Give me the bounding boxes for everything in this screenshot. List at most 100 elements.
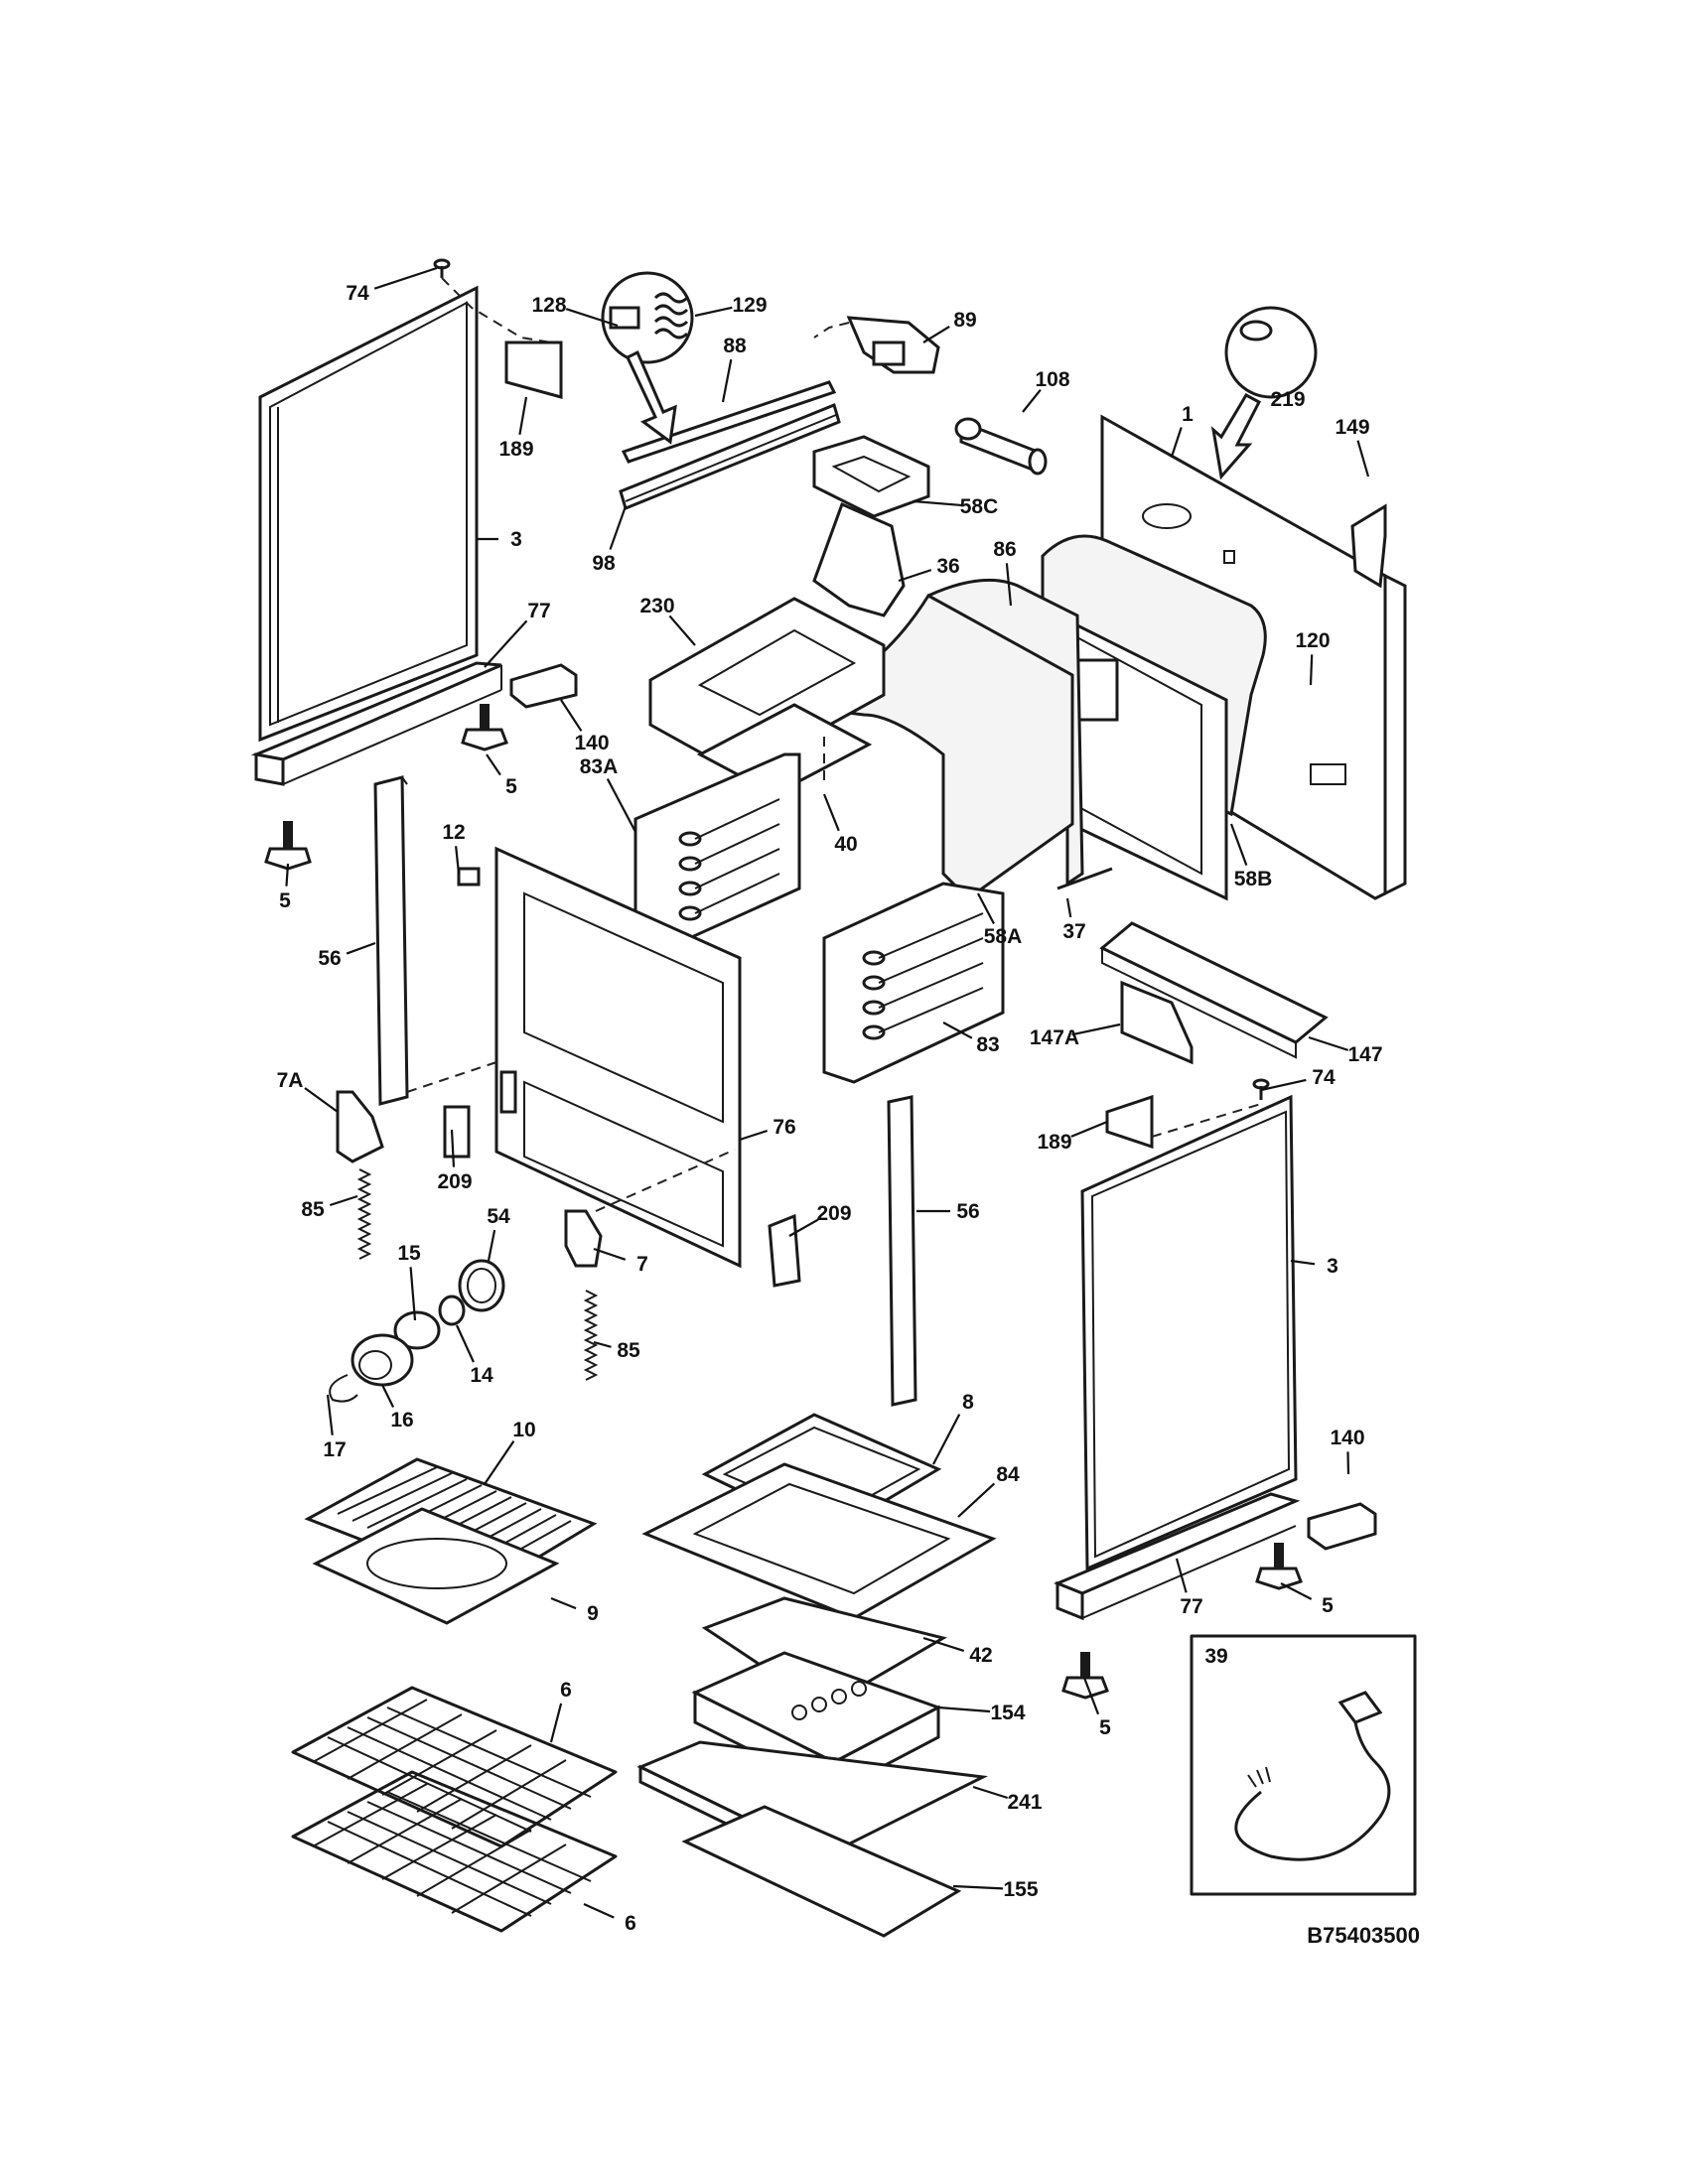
leader-c84 (957, 1482, 996, 1518)
callout-c74b: 74 (1312, 1066, 1336, 1089)
callout-c6a: 6 (560, 1679, 572, 1702)
leader-c120 (1309, 654, 1314, 686)
rear-rail-147 (1099, 921, 1329, 1059)
callout-c219: 219 (1270, 388, 1305, 411)
leader-c15 (409, 1267, 417, 1321)
leader-c98 (609, 505, 628, 550)
callout-c89: 89 (953, 309, 976, 332)
callout-c108: 108 (1035, 368, 1069, 391)
front-trim-56-right (887, 1095, 917, 1407)
insulation-86 (927, 578, 1084, 887)
callout-c147: 147 (1347, 1043, 1382, 1066)
leader-c54 (487, 1229, 496, 1262)
leader-c9 (550, 1596, 577, 1610)
leader-c241 (972, 1785, 1009, 1800)
leader-c74a (373, 266, 438, 290)
leader-c155 (952, 1884, 1004, 1890)
callout-c85b: 85 (617, 1339, 640, 1362)
leader-c6a (549, 1703, 563, 1743)
vent-cover-58c (812, 435, 930, 518)
leveling-leg-5-c (1255, 1543, 1303, 1590)
callout-c85a: 85 (301, 1198, 325, 1221)
bottom-rail-77-left (250, 661, 502, 786)
vent-duct-36 (812, 501, 906, 617)
bulb-15 (393, 1310, 441, 1350)
leader-c36 (898, 569, 932, 583)
vent-duct-149 (1350, 503, 1387, 589)
callout-c241: 241 (1007, 1791, 1042, 1814)
leader-c189a (518, 396, 528, 436)
leader-c5a (486, 753, 501, 776)
callout-c40: 40 (834, 833, 857, 856)
oven-rack-6-lower (291, 1770, 618, 1933)
callout-c58b: 58B (1234, 868, 1273, 890)
leader-c140a (560, 699, 583, 732)
leader-c230 (668, 614, 696, 646)
lamp-cover-54 (458, 1259, 505, 1312)
leader-c5c (1280, 1582, 1313, 1600)
callout-c15: 15 (397, 1242, 421, 1265)
leveling-leg-5-b (264, 821, 312, 871)
callout-c155: 155 (1003, 1878, 1038, 1901)
leveling-leg-5-d (1061, 1652, 1109, 1700)
callout-c128: 128 (531, 294, 566, 317)
wire-clip-17 (329, 1374, 358, 1403)
callout-c7a: 7A (277, 1069, 304, 1092)
figure-code: B75403500 (1307, 1923, 1420, 1948)
hinge-spring-85-b (583, 1290, 599, 1381)
leader-c12 (455, 846, 461, 875)
callout-c154: 154 (990, 1702, 1025, 1724)
shield-147a (1120, 980, 1194, 1065)
lamp-socket-12 (457, 867, 481, 887)
detail-circle-219 (1224, 306, 1318, 399)
detail-circle-128-129 (601, 271, 694, 364)
callout-c209b: 209 (816, 1202, 851, 1225)
rail-88 (621, 380, 837, 464)
oven-rack-6-upper (291, 1686, 618, 1848)
leader-c77a (484, 619, 528, 668)
callout-c8: 8 (962, 1391, 974, 1414)
oven-top-230 (648, 597, 886, 776)
leader-c7a (304, 1087, 339, 1113)
hinge-7 (564, 1209, 603, 1268)
callout-c17: 17 (323, 1438, 346, 1461)
callout-c16: 16 (390, 1409, 413, 1432)
lens-16 (351, 1333, 414, 1387)
leader-c16 (381, 1384, 395, 1408)
callout-c5b: 5 (279, 889, 291, 912)
leader-c83 (942, 1022, 973, 1039)
leader-c14 (455, 1324, 475, 1363)
callout-c42: 42 (969, 1644, 992, 1667)
leader-c77b (1175, 1558, 1188, 1593)
callout-c83: 83 (976, 1033, 999, 1056)
left-side-panel (258, 285, 479, 743)
callout-c12: 12 (442, 821, 465, 844)
leader-c147 (1308, 1035, 1349, 1051)
leader-c85a (329, 1194, 358, 1207)
leader-c83a (606, 778, 636, 833)
leader-c5d (1082, 1677, 1100, 1715)
leader-c58a (977, 892, 995, 925)
callout-c10: 10 (512, 1419, 535, 1441)
leader-c40 (822, 793, 840, 832)
callout-c14: 14 (470, 1364, 493, 1387)
callout-c230: 230 (639, 595, 674, 617)
callout-c58c: 58C (960, 495, 999, 518)
leader-c58c (913, 499, 962, 507)
callout-c77b: 77 (1180, 1595, 1202, 1618)
callout-c88: 88 (723, 335, 747, 357)
callout-c84: 84 (996, 1463, 1020, 1486)
leader-c10 (484, 1440, 515, 1485)
leader-c56a (346, 941, 376, 955)
bracket-140-left (509, 663, 578, 709)
callout-c76: 76 (773, 1116, 795, 1139)
callout-c209a: 209 (437, 1170, 472, 1193)
leader-c209a (450, 1129, 456, 1167)
oven-bottom-84 (641, 1462, 997, 1620)
callout-c5c: 5 (1322, 1594, 1334, 1617)
callout-c36: 36 (936, 555, 959, 578)
bracket-209-right (768, 1213, 801, 1288)
leader-c1 (1170, 427, 1183, 458)
